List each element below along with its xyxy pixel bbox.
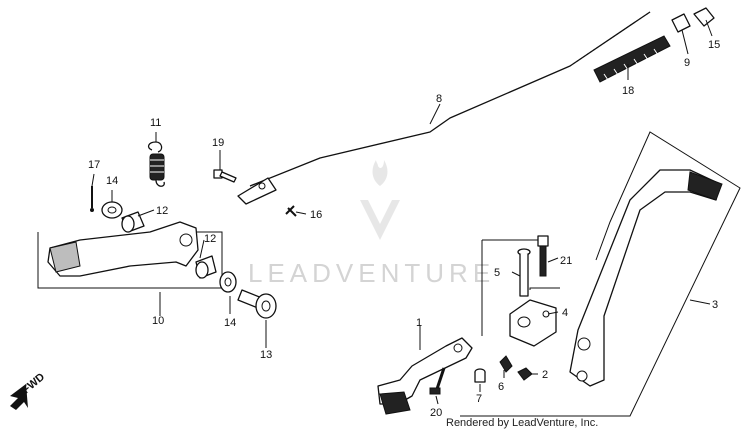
kick-assembly-frame [460,131,741,417]
callout-18: 18 [622,85,634,97]
brake-rod [237,11,651,205]
render-credit: Rendered by LeadVenture, Inc. [446,417,598,429]
adjust-nut [671,13,691,33]
set-screw [499,355,513,373]
callout-14b: 14 [224,317,236,329]
joint-cap [693,7,715,27]
leader-lines [91,19,713,405]
lever-clamp [509,299,557,347]
callout-2: 2 [542,369,548,381]
callout-15: 15 [708,39,720,51]
dowel-pin [474,368,486,383]
rod-spring [593,35,671,83]
callout-4: 4 [562,307,568,319]
clamp-bolt-long [517,248,531,297]
callout-7: 7 [476,393,482,405]
callout-6: 6 [498,381,504,393]
washer-right [219,271,237,293]
callout-21: 21 [560,255,572,267]
pivot-bolt [213,169,237,183]
washer-left [101,201,123,219]
callout-19: 19 [212,137,224,149]
clamp-bolt-short [537,235,549,277]
callout-1: 1 [416,317,422,329]
callout-10: 10 [152,315,164,327]
lever-bolt [429,367,446,395]
cotter-pin [285,205,297,217]
callout-5: 5 [494,267,500,279]
bushing-lower [195,255,217,279]
callout-17: 17 [88,159,100,171]
callout-12b: 12 [204,233,216,245]
callout-20: 20 [430,407,442,419]
kickstarter-arm [569,169,723,387]
callout-11: 11 [150,117,161,129]
fwd-arrow-icon [10,384,28,410]
brake-pedal [47,221,199,277]
watermark-text: LEADVENTURE [248,258,495,288]
callout-3: 3 [712,299,718,311]
kick-lever [377,337,473,415]
callout-13: 13 [260,349,272,361]
watermark-logo [360,160,400,240]
fwd-label: FWD [20,371,47,396]
bushing-upper [121,211,145,233]
callout-16: 16 [310,209,322,221]
callout-12a: 12 [156,205,168,217]
callout-9: 9 [684,57,690,69]
hex-nut [517,367,533,381]
pedal-pivot-bolt [237,289,277,319]
return-spring [147,141,165,187]
callout-8: 8 [436,93,442,105]
pedal-pin [90,186,94,212]
callout-14a: 14 [106,175,118,187]
